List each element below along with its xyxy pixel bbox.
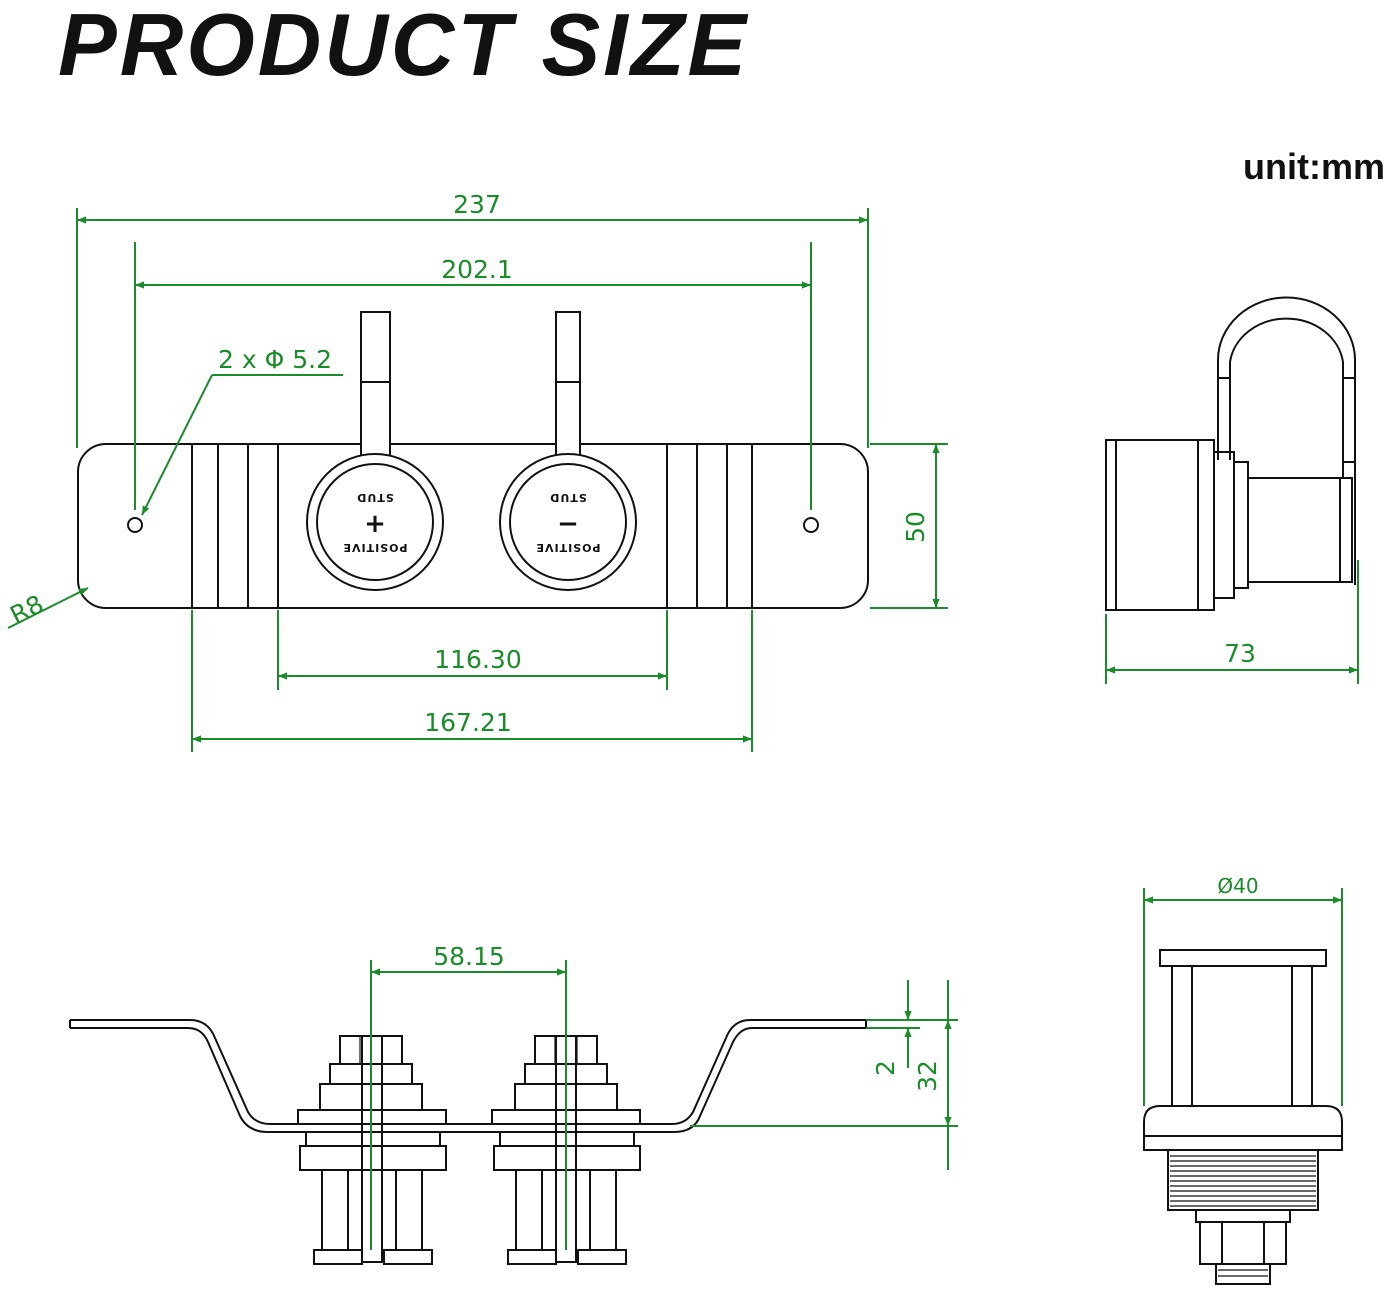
dimension-height: 50 — [870, 443, 948, 609]
dimension-stud-span: 116.30 — [277, 610, 668, 690]
svg-text:116.30: 116.30 — [434, 645, 521, 674]
positive-stud: STUD POSITIVE + — [306, 311, 444, 591]
svg-text:2 x Φ 5.2: 2 x Φ 5.2 — [218, 345, 332, 374]
svg-text:STUD: STUD — [549, 491, 587, 504]
page-title: PRODUCT SIZE — [58, 0, 750, 94]
svg-text:POSITIVE: POSITIVE — [342, 541, 407, 554]
svg-text:202.1: 202.1 — [441, 255, 513, 284]
svg-text:+: + — [364, 509, 386, 539]
svg-text:−: − — [557, 509, 579, 539]
thread-lines — [1170, 1155, 1316, 1207]
mounting-hole-left — [127, 517, 143, 533]
corner-radius-callout: R8 — [5, 587, 89, 630]
svg-text:2: 2 — [871, 1060, 900, 1076]
dimension-side-depth: 73 — [1105, 560, 1359, 684]
dimension-inner-span: 167.21 — [191, 610, 753, 752]
dimension-diameter: Ø40 — [1143, 874, 1343, 1106]
dimension-plate-thickness: 2 — [866, 980, 958, 1076]
top-view: STUD POSITIVE + STUD POSITIVE − 237 202.… — [5, 190, 948, 752]
svg-text:Ø40: Ø40 — [1217, 874, 1258, 898]
dimension-hole-spacing: 202.1 — [134, 242, 812, 510]
front-view: 58.15 2 32 — [69, 942, 958, 1265]
side-view: 73 — [1105, 296, 1359, 684]
front-side-view: Ø40 — [1143, 874, 1343, 1285]
mounting-hole-right — [803, 517, 819, 533]
hole-callout: 2 x Φ 5.2 — [141, 345, 343, 516]
svg-text:58.15: 58.15 — [433, 942, 505, 971]
dimension-offset-height: 32 — [690, 980, 958, 1170]
svg-text:STUD: STUD — [356, 491, 394, 504]
svg-text:167.21: 167.21 — [424, 708, 511, 737]
svg-text:50: 50 — [901, 511, 930, 543]
plate-outline — [77, 443, 869, 609]
svg-text:R8: R8 — [5, 589, 48, 630]
dimension-stud-spacing: 58.15 — [370, 942, 567, 1250]
front-stud-left — [297, 1035, 447, 1265]
negative-stud: STUD POSITIVE − — [499, 311, 637, 591]
svg-text:73: 73 — [1224, 639, 1256, 668]
svg-text:237: 237 — [453, 190, 501, 219]
unit-label: unit:mm — [1243, 146, 1385, 187]
dimension-overall-length: 237 — [76, 190, 869, 448]
svg-text:32: 32 — [913, 1060, 942, 1092]
svg-text:POSITIVE: POSITIVE — [535, 541, 600, 554]
